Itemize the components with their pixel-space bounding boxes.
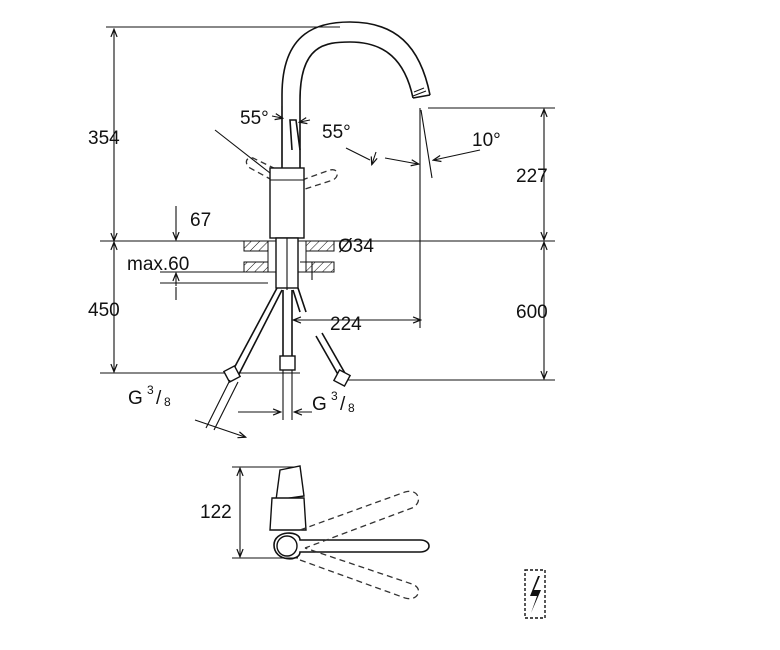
dimension-labels: 354 55° 55° 10° 227 67 Ø34 max.60 450 22… <box>88 108 548 523</box>
svg-text:/: / <box>340 394 346 415</box>
svg-text:3: 3 <box>147 383 154 397</box>
dim-450: 450 <box>88 300 120 321</box>
dim-122: 122 <box>200 502 232 523</box>
top-view <box>232 465 430 600</box>
svg-text:G: G <box>128 388 143 409</box>
dim-angle-right: 55° <box>322 122 351 143</box>
thread-left-label: G 3 / 8 <box>128 383 171 409</box>
lightning-bolt-icon <box>524 569 546 619</box>
dim-224: 224 <box>330 314 362 335</box>
svg-text:8: 8 <box>164 395 171 409</box>
dim-67: 67 <box>190 210 211 231</box>
dim-227: 227 <box>516 166 548 187</box>
side-view <box>100 21 555 437</box>
svg-text:8: 8 <box>348 401 355 415</box>
svg-text:G: G <box>312 394 327 415</box>
thread-right-label: G 3 / 8 <box>312 389 355 415</box>
dim-spout-tilt: 10° <box>472 130 501 151</box>
dim-max-60: max.60 <box>127 254 189 275</box>
dim-354: 354 <box>88 128 120 149</box>
dim-angle-left: 55° <box>240 108 269 129</box>
svg-text:/: / <box>156 388 162 409</box>
dim-600: 600 <box>516 302 548 323</box>
svg-text:3: 3 <box>331 389 338 403</box>
dim-diameter-34: Ø34 <box>338 236 374 257</box>
